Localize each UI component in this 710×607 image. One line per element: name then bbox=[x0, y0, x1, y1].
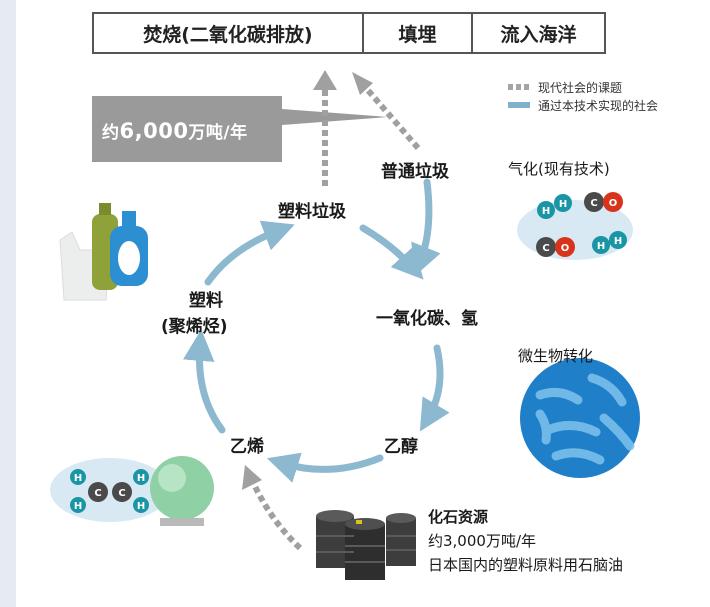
atom-letter-o: O bbox=[561, 243, 570, 254]
c-atom bbox=[112, 482, 132, 502]
c-atom bbox=[536, 237, 556, 257]
atom-letter-h: H bbox=[597, 241, 605, 252]
dotted-arrowheads bbox=[242, 70, 373, 490]
gasification-label: 气化(现有技术) bbox=[508, 160, 610, 178]
node-co-h2: 一氧化碳、氢 bbox=[376, 309, 478, 329]
atom-letter-c: C bbox=[94, 488, 101, 499]
arrowhead-fossil bbox=[242, 465, 262, 490]
legend-solid-label: 通过本技术实现的社会 bbox=[538, 98, 659, 113]
plastic-products-illustration bbox=[59, 203, 148, 301]
legend-solid: 通过本技术实现的社会 bbox=[508, 96, 658, 114]
emission-arrow-box bbox=[92, 96, 388, 162]
emission-amount: 约6,000万吨/年 bbox=[102, 118, 248, 143]
node-plastic: 塑料 bbox=[189, 291, 223, 311]
solid-arrows bbox=[183, 178, 450, 483]
dotted-arrows bbox=[249, 86, 421, 551]
microbe-illustration bbox=[520, 358, 640, 478]
arrow-plastic-to-plastic-waste bbox=[204, 220, 295, 286]
ethylene-illustration bbox=[50, 456, 214, 526]
issue-landfill: 填埋 bbox=[364, 14, 474, 52]
h-atom bbox=[133, 497, 149, 513]
dotted-arrow-fossil bbox=[249, 478, 303, 551]
c-atom bbox=[88, 482, 108, 502]
h-atom bbox=[133, 469, 149, 485]
issue-incineration: 焚烧(二氧化碳排放) bbox=[94, 14, 364, 52]
legend-dotted-label: 现代社会的课题 bbox=[538, 80, 623, 95]
arrow-ethanol-to-ethylene bbox=[266, 452, 384, 483]
issue-ocean: 流入海洋 bbox=[500, 23, 577, 46]
h-atom bbox=[609, 231, 627, 249]
blue-bottle-pump bbox=[122, 211, 136, 228]
solid-line-swatch bbox=[508, 102, 530, 108]
gasification-atom-letters: H H C O C O H H bbox=[542, 198, 622, 254]
legend: 现代社会的课题 通过本技术实现的社会 bbox=[508, 78, 658, 114]
emission-prefix: 约 bbox=[102, 123, 120, 143]
o-atom bbox=[603, 192, 623, 212]
arrowhead-up-1 bbox=[313, 70, 337, 90]
atom-letter-h: H bbox=[137, 501, 145, 512]
legend-dotted: 现代社会的课题 bbox=[508, 78, 658, 96]
arrow-ethylene-to-plastic bbox=[183, 329, 226, 434]
node-ethylene: 乙烯 bbox=[230, 437, 264, 457]
atom-letter-h: H bbox=[74, 501, 82, 512]
green-bottle-cap bbox=[99, 203, 111, 215]
node-general-waste: 普通垃圾 bbox=[381, 162, 449, 182]
atom-letter-h: H bbox=[559, 199, 567, 210]
fossil-note: 日本国内的塑料原料用石脑油 bbox=[428, 556, 624, 574]
atom-letter-c: C bbox=[542, 243, 549, 254]
issues-bar: 焚烧(二氧化碳排放) 填埋 流入海洋 bbox=[92, 12, 606, 54]
atom-letter-h: H bbox=[542, 206, 550, 217]
arrow-plastic-to-co bbox=[359, 224, 424, 280]
c-atom bbox=[584, 192, 604, 212]
microbial-label: 微生物转化 bbox=[518, 347, 594, 365]
fossil-title: 化石资源 bbox=[428, 508, 489, 526]
atom-letter-h: H bbox=[614, 236, 622, 247]
dotted-arrow-general-up bbox=[363, 86, 421, 150]
gasification-molecules bbox=[517, 192, 633, 260]
atom-letter-c: C bbox=[590, 198, 597, 209]
storage-tank bbox=[150, 456, 214, 520]
arrowhead-up-2 bbox=[352, 72, 373, 95]
dotted-line-swatch bbox=[508, 84, 530, 90]
node-plastic-waste: 塑料垃圾 bbox=[278, 202, 346, 222]
emission-unit: 万吨/年 bbox=[188, 123, 248, 143]
h-atom bbox=[70, 497, 86, 513]
h-atom bbox=[537, 201, 555, 219]
arrow-co-to-ethanol bbox=[419, 344, 450, 432]
node-ethanol: 乙醇 bbox=[384, 437, 418, 457]
o-atom bbox=[555, 237, 575, 257]
atom-letter-o: O bbox=[609, 198, 618, 209]
atom-letter-c: C bbox=[118, 488, 125, 499]
fossil-amount: 约3,000万吨/年 bbox=[428, 532, 536, 550]
atom-letter-h: H bbox=[74, 473, 82, 484]
h-atom bbox=[554, 194, 572, 212]
atom-letter-h: H bbox=[137, 473, 145, 484]
oil-barrels-illustration bbox=[316, 510, 416, 580]
left-margin-bar bbox=[0, 0, 16, 607]
ethylene-atom-letters: H H C C H H bbox=[74, 473, 145, 512]
h-atom bbox=[70, 469, 86, 485]
emission-value: 6,000 bbox=[119, 119, 189, 143]
blue-bottle-label bbox=[118, 241, 140, 275]
arrow-general-to-co bbox=[411, 178, 441, 277]
h-atom bbox=[592, 236, 610, 254]
node-polyolefin: (聚烯烃) bbox=[161, 317, 228, 337]
